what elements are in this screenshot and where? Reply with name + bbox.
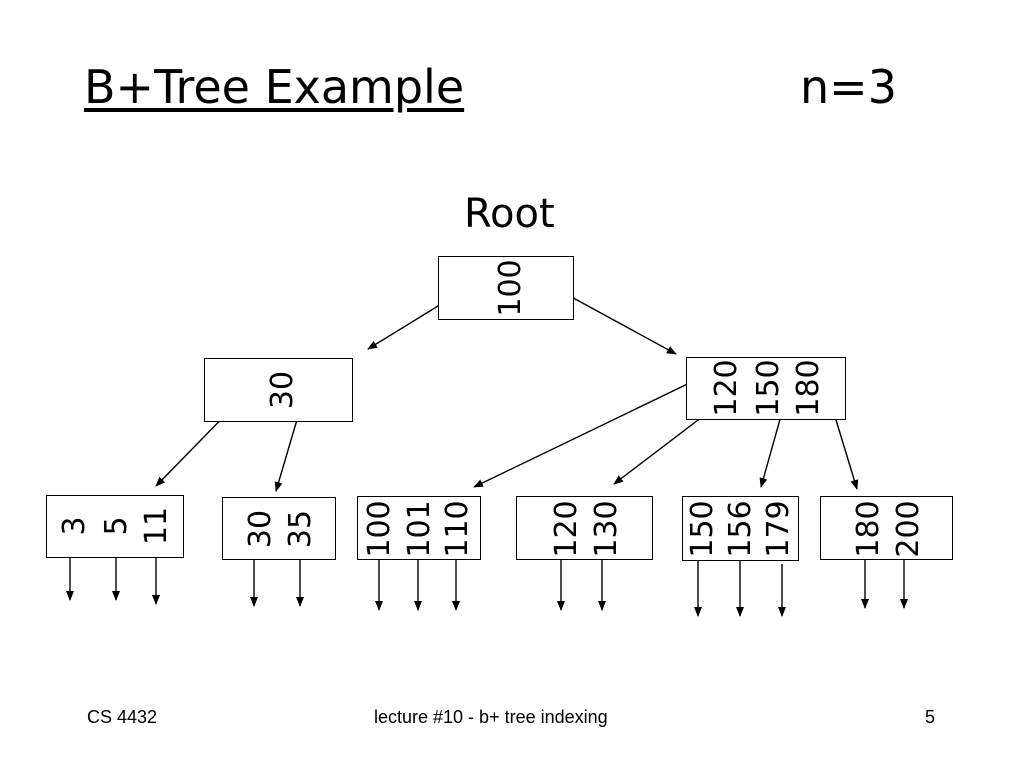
leaf-node: 3 5 11 (46, 495, 184, 558)
node-key: 5 (99, 516, 134, 536)
node-key: 100 (493, 259, 528, 317)
leaf-node: 100 101 110 (357, 496, 481, 560)
node-key: 101 (402, 500, 437, 558)
slide-title: B+Tree Example (84, 60, 465, 114)
node-key: 100 (362, 500, 397, 558)
footer-course: CS 4432 (87, 707, 158, 727)
node-key: 3 (57, 516, 92, 536)
footer-page-number: 5 (925, 707, 936, 727)
node-key: 200 (891, 500, 926, 558)
tree-order-label: n=3 (800, 60, 897, 114)
node-key: 30 (243, 509, 278, 549)
internal-node-left: 30 (204, 358, 353, 422)
leaf-node: 150 156 179 (682, 496, 799, 561)
leaf-node: 120 130 (516, 496, 653, 560)
node-key: 120 (709, 359, 744, 417)
node-key: 30 (265, 370, 300, 410)
node-key: 130 (589, 500, 624, 558)
node-key: 150 (751, 359, 786, 417)
node-key: 180 (791, 359, 826, 417)
pointer-arrow (473, 376, 703, 488)
node-key: 120 (549, 500, 584, 558)
leaf-node: 180 200 (820, 496, 953, 560)
node-key: 35 (283, 509, 318, 549)
node-key: 150 (685, 500, 720, 558)
internal-node-right: 120 150 180 (686, 357, 846, 420)
root-node: 100 (438, 256, 574, 320)
node-key: 180 (851, 500, 886, 558)
footer-lecture: lecture #10 - b+ tree indexing (374, 707, 608, 727)
node-key: 110 (440, 500, 475, 558)
node-key: 179 (761, 500, 796, 558)
node-key: 11 (139, 506, 174, 546)
root-label: Root (464, 191, 555, 237)
node-key: 156 (723, 500, 758, 558)
leaf-node: 30 35 (222, 497, 336, 560)
